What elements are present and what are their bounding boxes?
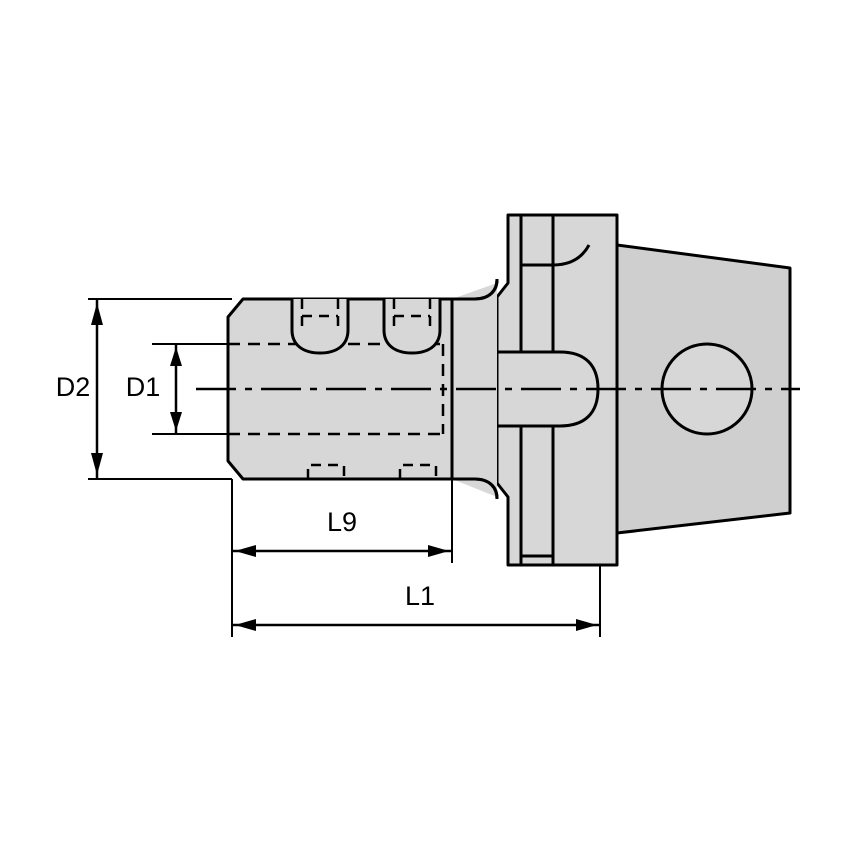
clamp-pocket-bottom-1 (306, 463, 346, 479)
d2-label: D2 (56, 372, 91, 402)
l1-arrow-right (576, 619, 597, 631)
l1-arrow-left (235, 619, 256, 631)
left-shank-group (226, 278, 499, 500)
shank-flange-fill-outline-b (452, 477, 499, 499)
dimension-l9: L9 (231, 479, 453, 563)
l9-label: L9 (327, 507, 357, 537)
dimension-d2: D2 (56, 298, 232, 480)
dimension-d1: D1 (126, 343, 232, 435)
clamp-pocket-top-1 (290, 299, 350, 355)
flange-top-notch-arc (552, 244, 591, 267)
d2-arrow-top (91, 303, 103, 325)
shank-flange-fill-outline (452, 279, 499, 301)
d1-arrow-top (170, 347, 182, 366)
l9-arrow-left (235, 545, 256, 557)
d2-arrow-bottom (91, 453, 103, 475)
clamp-pocket-top-2 (382, 299, 442, 355)
holder-body-group (495, 213, 792, 567)
clamp-pocket-bottom-2 (398, 463, 438, 479)
d1-arrow-bottom (170, 412, 182, 431)
d1-label: D1 (126, 372, 161, 402)
dimension-l1: L1 (231, 479, 601, 637)
l9-arrow-right (428, 545, 449, 557)
l1-label: L1 (405, 581, 435, 611)
